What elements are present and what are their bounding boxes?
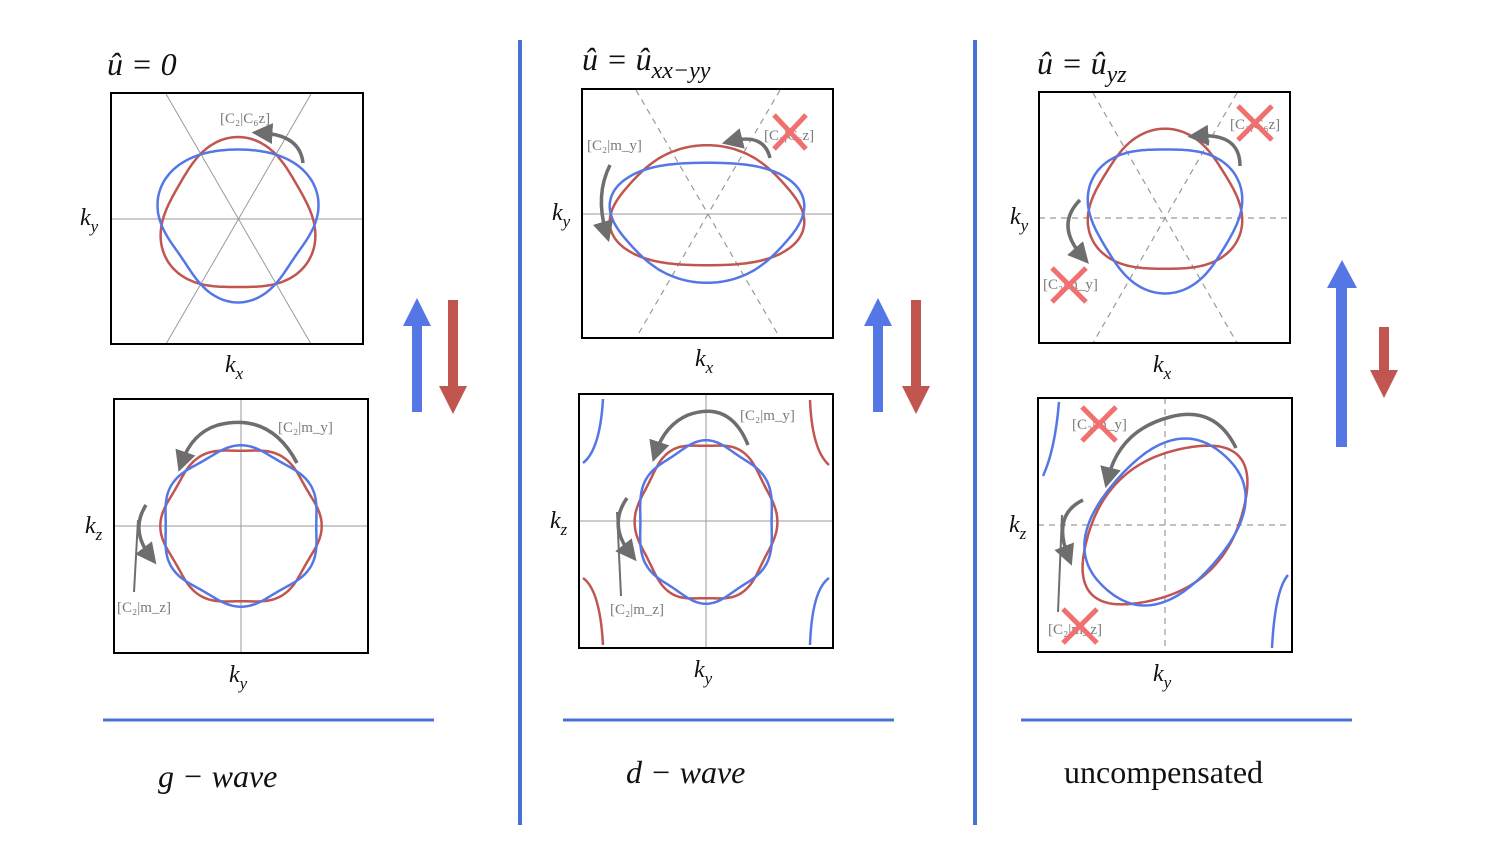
rotation-arrow-icon: [1066, 198, 1089, 264]
panel-g-wave-kxky: [C₂|C₆z] ky kx: [80, 92, 364, 383]
spin-up-fermi-surface: [156, 148, 320, 304]
footer-label: uncompensated: [1064, 754, 1263, 790]
spin-imbalance-arrows: [403, 298, 467, 414]
forbidden-cross-icon: [1061, 607, 1099, 645]
rotation-arrow-icon: [251, 123, 305, 164]
spin-imbalance-arrows: [1327, 260, 1398, 447]
panel-d-wave-kykz: [C₂|m_y] [C₂|m_z] kz ky: [550, 393, 834, 688]
rotation-arrow-icon: [615, 496, 637, 562]
column-title: û = 0: [107, 46, 177, 82]
axis-label-y: ky: [1010, 204, 1029, 235]
column-title: û = ûyz: [1037, 45, 1127, 88]
axis-label-x: kx: [225, 352, 244, 383]
axis-label-y: kz: [85, 513, 103, 544]
footer-label: d − wave: [626, 754, 745, 790]
spin-up-arrow-icon: [1327, 260, 1357, 447]
spin-down-arrow-icon: [1370, 327, 1398, 398]
panel-uncompensated-kxky: [C₂|C₆z] [C₂|m_y] ky kx: [1010, 91, 1291, 383]
spin-imbalance-arrows: [864, 298, 930, 414]
footer-label: g − wave: [158, 758, 277, 794]
symmetry-annotation: [C₂|m_z]: [610, 602, 664, 618]
symmetry-annotation: [C₂|m_y]: [740, 408, 795, 424]
symmetry-annotation: [C₂|m_y]: [278, 420, 333, 436]
axis-label-x: kx: [695, 346, 714, 377]
axis-label-x: ky: [1153, 661, 1172, 692]
spin-down-fermi-surface: [633, 444, 779, 600]
spin-down-arrow-icon: [439, 300, 467, 414]
panel-d-wave-kxky: [C₂|C₆z] [C₂|m_y] ky kx: [552, 88, 834, 377]
symmetry-annotation: [C₂|m_y]: [587, 138, 642, 154]
spin-up-arrow-icon: [864, 298, 892, 412]
column-title: û = ûxx−yy: [582, 41, 711, 84]
rotation-arrow-icon: [649, 409, 750, 462]
spin-up-fermi-surface: [1083, 437, 1247, 607]
rotation-arrow-icon: [175, 420, 299, 472]
spin-down-arrow-icon: [902, 300, 930, 414]
rotation-arrow-icon: [135, 504, 157, 565]
symmetry-annotation: [C₂|C₆z]: [220, 111, 270, 127]
spin-up-fermi-surface: [608, 161, 806, 285]
spin-down-fermi-surface: [608, 143, 806, 267]
rotation-arrow-icon: [721, 128, 772, 159]
forbidden-cross-icon: [772, 113, 808, 151]
spin-up-fermi-surface: [638, 438, 774, 606]
panel-g-wave-kykz: [C₂|m_y] [C₂|m_z] kz ky: [85, 398, 369, 693]
spin-up-fermi-surface: [164, 444, 318, 608]
forbidden-cross-icon: [1050, 266, 1088, 304]
spin-up-arrow-icon: [403, 298, 431, 412]
rotation-arrow-icon: [1187, 124, 1242, 167]
spin-down-fermi-surface: [159, 449, 323, 603]
forbidden-cross-icon: [1236, 104, 1274, 142]
forbidden-cross-icon: [1080, 405, 1118, 443]
rotation-arrow-icon: [1054, 498, 1084, 566]
spin-up-fermi-surface: [1086, 148, 1244, 295]
axis-label-x: ky: [229, 662, 248, 693]
panel-uncompensated-kykz: [C₂|m_y] [C₂|m_z] kz ky: [1009, 397, 1293, 692]
rotation-arrow-icon: [592, 164, 614, 243]
axis-label-x: ky: [694, 657, 713, 688]
symmetry-annotation: [C₂|m_z]: [117, 600, 171, 616]
axis-label-y: ky: [552, 200, 571, 231]
axis-label-y: kz: [1009, 512, 1027, 543]
axis-label-y: kz: [550, 508, 568, 539]
rotation-arrow-icon: [1100, 412, 1238, 489]
spin-down-fermi-surface: [159, 135, 317, 289]
axis-label-x: kx: [1153, 352, 1172, 383]
axis-label-y: ky: [80, 205, 99, 236]
